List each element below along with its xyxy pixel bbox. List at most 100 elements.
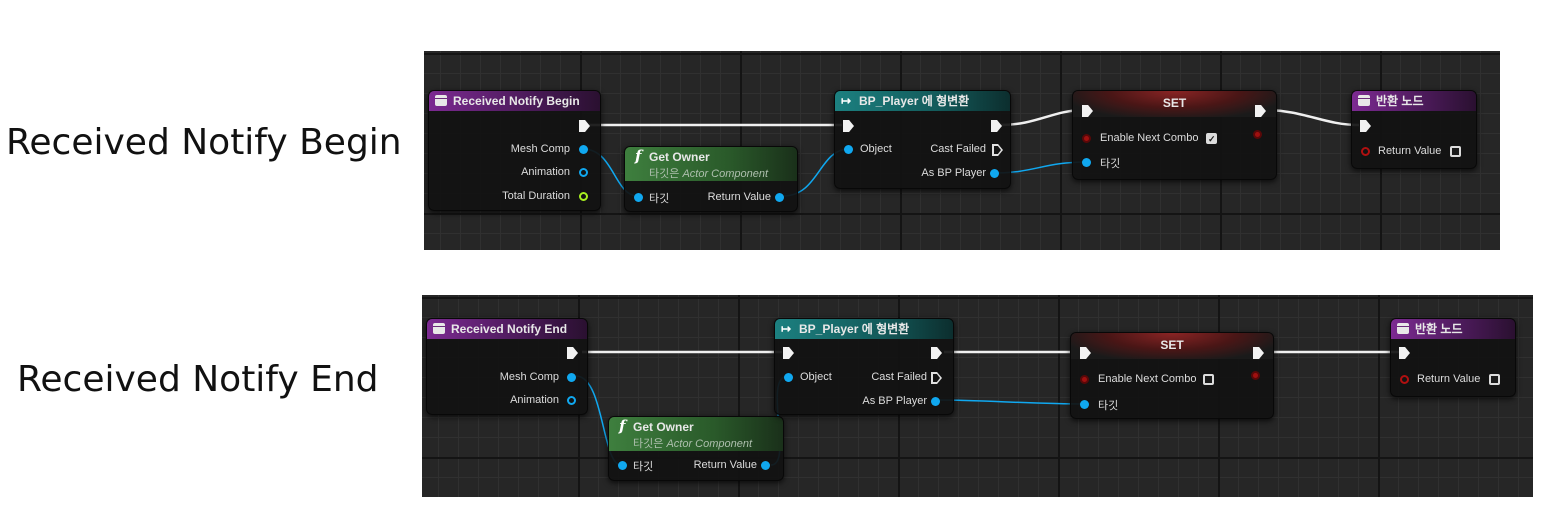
node-header: f Get Owner 타깃은 Actor Component bbox=[625, 147, 797, 181]
node-title: 반환 노드 bbox=[1376, 94, 1424, 108]
node-title: BP_Player 에 형변환 bbox=[799, 322, 910, 336]
function-node-get-owner[interactable]: f Get Owner 타깃은 Actor Component 타깃 Retur… bbox=[624, 146, 798, 212]
target-pin[interactable] bbox=[1080, 400, 1089, 409]
pin-label-animation: Animation bbox=[510, 394, 559, 406]
enable-next-combo-pin[interactable] bbox=[1082, 134, 1091, 143]
node-header: SET bbox=[1071, 333, 1273, 359]
exec-out-pin[interactable] bbox=[991, 120, 1002, 132]
return-value-pin[interactable] bbox=[761, 461, 770, 470]
exec-in-pin[interactable] bbox=[1360, 120, 1371, 132]
node-title: SET bbox=[1160, 338, 1184, 352]
node-title: 반환 노드 bbox=[1415, 322, 1463, 336]
event-icon bbox=[435, 95, 447, 106]
pin-label-object: Object bbox=[860, 143, 892, 155]
exec-out-pin[interactable] bbox=[931, 347, 942, 359]
pin-label-enable-next-combo: Enable Next Combo bbox=[1100, 132, 1199, 144]
blueprint-graph-end[interactable]: Received Notify End Mesh Comp Animation … bbox=[422, 295, 1533, 497]
cast-icon: ↦ bbox=[781, 322, 792, 336]
pin-label-mesh-comp: Mesh Comp bbox=[510, 143, 570, 155]
enable-next-combo-pin[interactable] bbox=[1080, 375, 1089, 384]
target-pin[interactable] bbox=[1082, 158, 1091, 167]
pin-label-return-value: Return Value bbox=[707, 191, 771, 203]
exec-wire bbox=[1263, 108, 1360, 127]
cast-failed-pin[interactable] bbox=[931, 372, 942, 384]
enable-next-combo-out-pin[interactable] bbox=[1251, 371, 1260, 380]
return-value-pin[interactable] bbox=[775, 193, 784, 202]
wires-end bbox=[575, 350, 1400, 466]
function-node-get-owner[interactable]: f Get Owner 타깃은 Actor Component 타깃 Retur… bbox=[608, 416, 784, 481]
pin-label-enable-next-combo: Enable Next Combo bbox=[1098, 373, 1197, 385]
cast-node-bp-player[interactable]: ↦ BP_Player 에 형변환 Object Cast Failed As B… bbox=[774, 318, 954, 415]
return-value-pin[interactable] bbox=[1361, 147, 1370, 156]
total-duration-pin[interactable] bbox=[579, 192, 588, 201]
node-subtitle: 타깃은 Actor Component bbox=[649, 168, 769, 180]
return-icon bbox=[1358, 95, 1370, 106]
event-node-received-notify-begin[interactable]: Received Notify Begin Mesh Comp Animatio… bbox=[428, 90, 601, 211]
node-header: ↦BP_Player 에 형변환 bbox=[835, 91, 1010, 111]
pin-label-target: 타깃 bbox=[633, 461, 654, 473]
pin-label-cast-failed: Cast Failed bbox=[871, 371, 927, 383]
pin-label-animation: Animation bbox=[521, 166, 570, 178]
pin-label-target: 타깃 bbox=[1100, 158, 1121, 170]
return-node[interactable]: 반환 노드 Return Value bbox=[1390, 318, 1516, 397]
node-title: Received Notify Begin bbox=[453, 94, 580, 108]
return-value-pin[interactable] bbox=[1400, 375, 1409, 384]
return-icon bbox=[1397, 323, 1409, 334]
pin-label-return-value: Return Value bbox=[1417, 373, 1481, 385]
exec-out-pin[interactable] bbox=[579, 120, 590, 132]
pin-label-cast-failed: Cast Failed bbox=[930, 143, 986, 155]
return-value-checkbox[interactable] bbox=[1450, 146, 1461, 157]
node-title: BP_Player 에 형변환 bbox=[859, 94, 970, 108]
event-icon bbox=[433, 323, 445, 334]
node-title: Get Owner bbox=[633, 420, 694, 434]
node-header: Received Notify Begin bbox=[429, 91, 600, 111]
node-title: Received Notify End bbox=[451, 322, 568, 336]
node-header: ↦ BP_Player 에 형변환 bbox=[775, 319, 953, 339]
object-pin[interactable] bbox=[844, 145, 853, 154]
exec-in-pin[interactable] bbox=[1082, 105, 1093, 117]
exec-out-pin[interactable] bbox=[1253, 347, 1264, 359]
animation-pin[interactable] bbox=[567, 396, 576, 405]
pin-label-return-value: Return Value bbox=[693, 459, 757, 471]
pin-label-as-bp-player: As BP Player bbox=[862, 395, 927, 407]
object-pin[interactable] bbox=[784, 373, 793, 382]
exec-in-pin[interactable] bbox=[843, 120, 854, 132]
pin-label-as-bp-player: As BP Player bbox=[921, 167, 986, 179]
enable-next-combo-checkbox[interactable] bbox=[1203, 374, 1214, 385]
exec-in-pin[interactable] bbox=[1080, 347, 1091, 359]
as-bp-player-pin[interactable] bbox=[931, 397, 940, 406]
return-value-checkbox[interactable] bbox=[1489, 374, 1500, 385]
enable-next-combo-checkbox[interactable]: ✓ bbox=[1206, 133, 1217, 144]
node-header: 반환 노드 bbox=[1391, 319, 1515, 339]
pin-label-target: 타깃 bbox=[1098, 400, 1119, 412]
exec-in-pin[interactable] bbox=[1399, 347, 1410, 359]
set-node[interactable]: SET Enable Next Combo 타깃 bbox=[1070, 332, 1274, 419]
exec-in-pin[interactable] bbox=[783, 347, 794, 359]
mesh-comp-pin[interactable] bbox=[579, 145, 588, 154]
set-node[interactable]: SET Enable Next Combo ✓ 타깃 bbox=[1072, 90, 1277, 180]
blueprint-graph-begin[interactable]: Received Notify Begin Mesh Comp Animatio… bbox=[424, 51, 1500, 250]
as-bp-player-pin[interactable] bbox=[990, 169, 999, 178]
enable-next-combo-out-pin[interactable] bbox=[1253, 130, 1262, 139]
pin-label-target: 타깃 bbox=[649, 193, 670, 205]
node-header: 반환 노드 bbox=[1352, 91, 1476, 111]
cast-failed-pin[interactable] bbox=[992, 144, 1003, 156]
node-header: f Get Owner 타깃은 Actor Component bbox=[609, 417, 783, 451]
mesh-comp-pin[interactable] bbox=[567, 373, 576, 382]
node-header: SET bbox=[1073, 91, 1276, 117]
animation-pin[interactable] bbox=[579, 168, 588, 177]
event-node-received-notify-end[interactable]: Received Notify End Mesh Comp Animation bbox=[426, 318, 588, 415]
exec-out-pin[interactable] bbox=[567, 347, 578, 359]
target-pin[interactable] bbox=[618, 461, 627, 470]
pin-label-mesh-comp: Mesh Comp bbox=[499, 371, 559, 383]
return-node[interactable]: 반환 노드 Return Value bbox=[1351, 90, 1477, 169]
function-icon: f bbox=[619, 417, 626, 435]
function-icon: f bbox=[635, 147, 642, 165]
target-pin[interactable] bbox=[634, 193, 643, 202]
pin-label-object: Object bbox=[800, 371, 832, 383]
cast-node-bp-player[interactable]: ↦BP_Player 에 형변환 Object Cast Failed As B… bbox=[834, 90, 1011, 189]
node-title: SET bbox=[1162, 96, 1187, 110]
exec-out-pin[interactable] bbox=[1255, 105, 1266, 117]
pin-label-total-duration: Total Duration bbox=[502, 190, 570, 202]
label-received-notify-begin: Received Notify Begin bbox=[6, 122, 402, 163]
